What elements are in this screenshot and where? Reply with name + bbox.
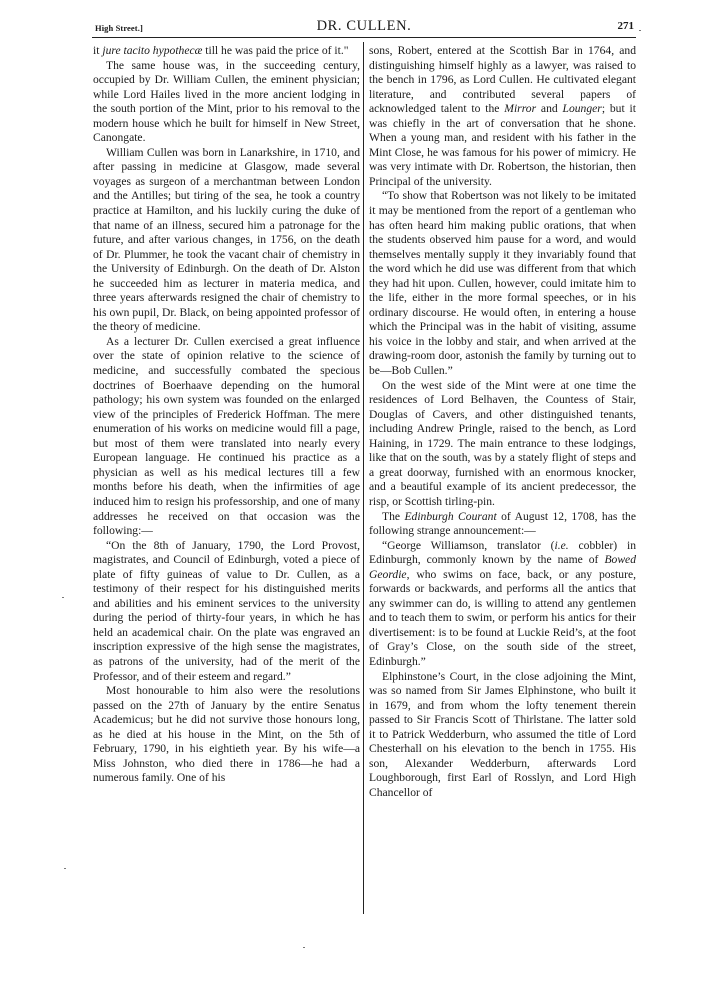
text-run: William Cullen was born in Lanarkshire, … [93,145,360,334]
text-run: , who swims on face, back, or any postur… [369,567,636,668]
text-run: till he was paid the price of it." [202,44,349,57]
paragraph: sons, Robert, entered at the Scottish Ba… [369,44,636,189]
print-speck [303,947,305,948]
text-run: “On the 8th of January, 1790, the Lord P… [93,538,360,683]
right-column: sons, Robert, entered at the Scottish Ba… [369,44,636,800]
page-number: 271 [617,20,635,32]
running-head: High Street.] DR. CULLEN. 271 [92,18,636,36]
paragraph: it jure tacito hypothecæ till he was pai… [93,44,360,59]
italic-text: Edinburgh Courant [404,509,497,523]
text-run: Elphinstone’s Court, in the close adjoin… [369,669,636,799]
text-run: “George Williamson, translator ( [382,538,555,552]
paragraph: Elphinstone’s Court, in the close adjoin… [369,670,636,801]
print-speck [62,597,64,598]
text-run: ; but it was chiefly in the art of conve… [369,102,636,188]
left-column: it jure tacito hypothecæ till he was pai… [93,44,360,786]
italic-text: Lounger [562,102,602,116]
text-run: sons, Robert, entered at the Scottish Ba… [369,44,636,116]
italic-text: i.e. [554,538,569,552]
paragraph: As a lecturer Dr. Cullen exercised a gre… [93,335,360,539]
text-run: The same house was, in the succeeding ce… [93,58,360,145]
text-run: The [382,509,405,523]
text-run: and [536,102,563,116]
text-run: cobbler) in Edinburgh, commonly known by… [369,538,636,567]
print-speck [639,30,641,31]
italic-text: Mirror [504,102,537,116]
page-title: DR. CULLEN. [316,18,412,34]
paragraph: On the west side of the Mint were at one… [369,379,636,510]
paragraph: “On the 8th of January, 1790, the Lord P… [93,539,360,684]
paragraph: The same house was, in the succeeding ce… [93,59,360,146]
paragraph: “George Williamson, translator (i.e. cob… [369,539,636,670]
text-run: Most honourable to him also were the res… [93,684,360,785]
column-divider [363,42,364,914]
paragraph: The Edinburgh Courant of August 12, 1708… [369,510,636,539]
paragraph: “To show that Robertson was not likely t… [369,189,636,378]
header-rule [92,37,636,38]
text-run: of August 12, 1708, has the following st… [369,509,636,538]
text-run: it [93,44,103,57]
paragraph: William Cullen was born in Lanarkshire, … [93,146,360,335]
italic-text: Bowed Geordie [369,553,636,581]
paragraph: Most honourable to him also were the res… [93,684,360,786]
section-label: High Street.] [95,23,143,33]
text-run: As a lecturer Dr. Cullen exercised a gre… [93,334,360,538]
italic-text: jure tacito hypothecæ [102,44,203,57]
text-run: On the west side of the Mint were at one… [369,378,636,508]
text-run: “To show that Robertson was not likely t… [369,189,636,378]
print-speck [64,868,66,869]
